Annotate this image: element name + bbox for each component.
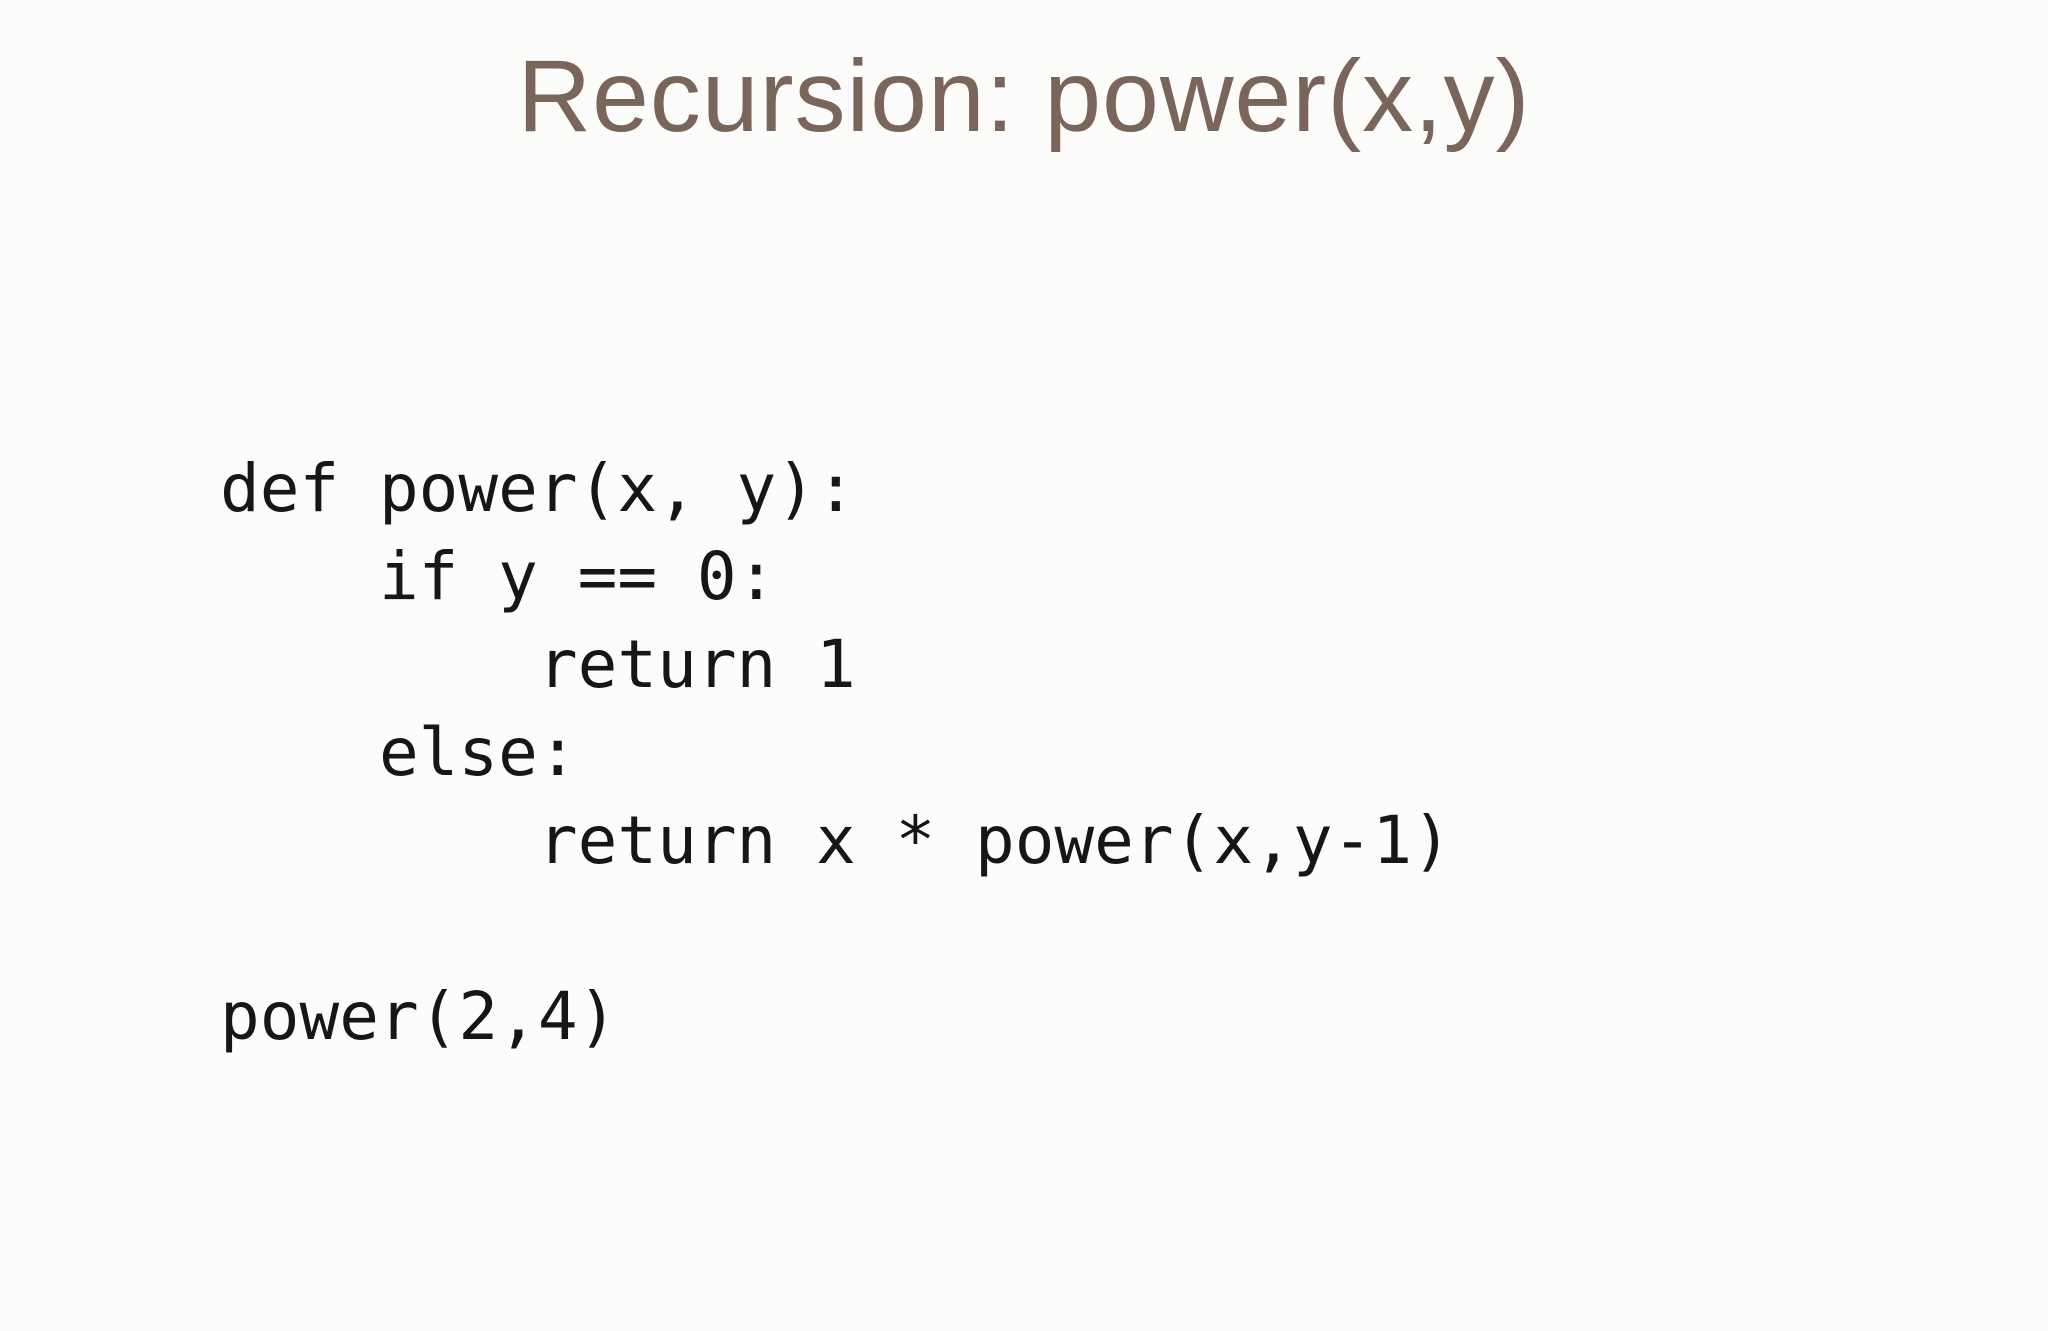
code-line [220,885,1452,973]
slide-title: Recursion: power(x,y) [517,39,1531,153]
code-block: def power(x, y): if y == 0: return 1 els… [220,445,1452,1061]
code-line: if y == 0: [220,538,777,615]
code-line: return x * power(x,y-1) [220,802,1452,879]
code-line: else: [220,714,578,791]
code-line: power(2,4) [220,978,618,1055]
code-line: def power(x, y): [220,450,856,527]
code-line: return 1 [220,626,856,703]
